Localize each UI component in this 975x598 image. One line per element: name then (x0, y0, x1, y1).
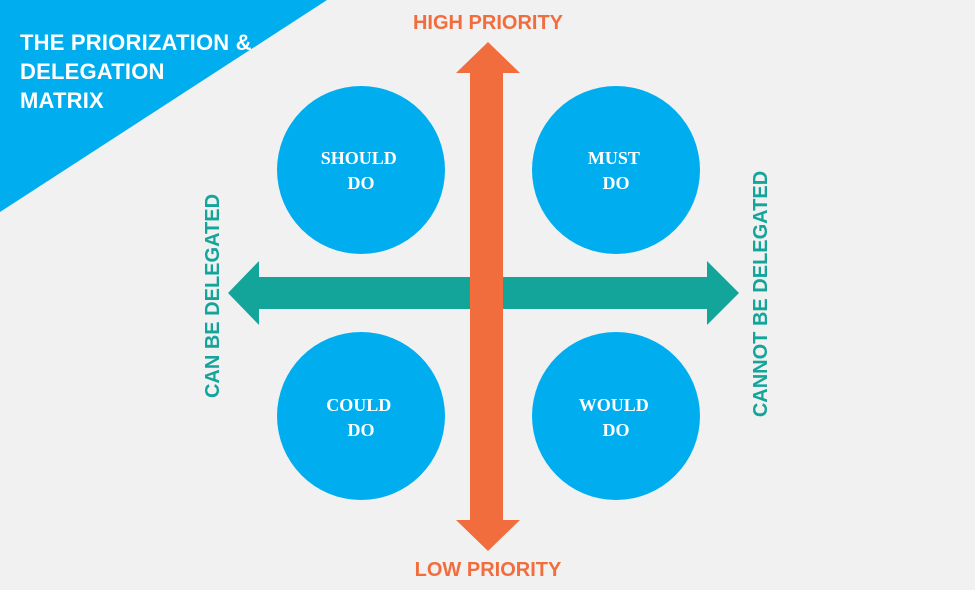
must-do-label-line-1: MUST (588, 148, 640, 168)
would-do-label-line-2: DO (603, 420, 630, 440)
high-priority-label: HIGH PRIORITY (413, 12, 564, 34)
should-do-label-line-1: SHOULD (321, 148, 397, 168)
delegation-arrow-left-shaft (258, 277, 470, 309)
would-do-label: WOULD DO (579, 395, 654, 440)
delegation-arrow-right-head (707, 261, 739, 325)
delegation-arrow-left-head (228, 261, 259, 325)
matrix-title-line-2: DELEGATION (20, 59, 165, 84)
priority-axis-arrow-icon (456, 42, 520, 551)
matrix-title-line-3: MATRIX (20, 88, 104, 113)
priority-arrow-down-head (456, 520, 520, 551)
could-do-label: COULD DO (326, 395, 396, 440)
could-do-circle (277, 332, 445, 500)
could-do-label-line-2: DO (348, 420, 375, 440)
priority-arrow-up-head (456, 42, 520, 73)
could-do-label-line-1: COULD (326, 395, 391, 415)
must-do-label-line-2: DO (603, 173, 630, 193)
would-do-label-line-1: WOULD (579, 395, 649, 415)
delegation-arrow-right-shaft (503, 277, 708, 309)
priority-arrow-shaft (470, 72, 503, 520)
matrix-title-line-1: THE PRIORIZATION & (20, 30, 252, 55)
must-do-label: MUST DO (588, 148, 644, 193)
matrix-title: THE PRIORIZATION & DELEGATION MATRIX (20, 28, 280, 115)
should-do-circle (277, 86, 445, 254)
can-be-delegated-label: CAN BE DELEGATED (202, 194, 224, 398)
low-priority-label: LOW PRIORITY (415, 559, 562, 581)
must-do-circle (532, 86, 700, 254)
should-do-label: SHOULD DO (321, 148, 402, 193)
delegation-axis-arrow-icon (228, 261, 739, 325)
would-do-circle (532, 332, 700, 500)
cannot-be-delegated-label: CANNOT BE DELEGATED (750, 171, 772, 417)
should-do-label-line-2: DO (348, 173, 375, 193)
